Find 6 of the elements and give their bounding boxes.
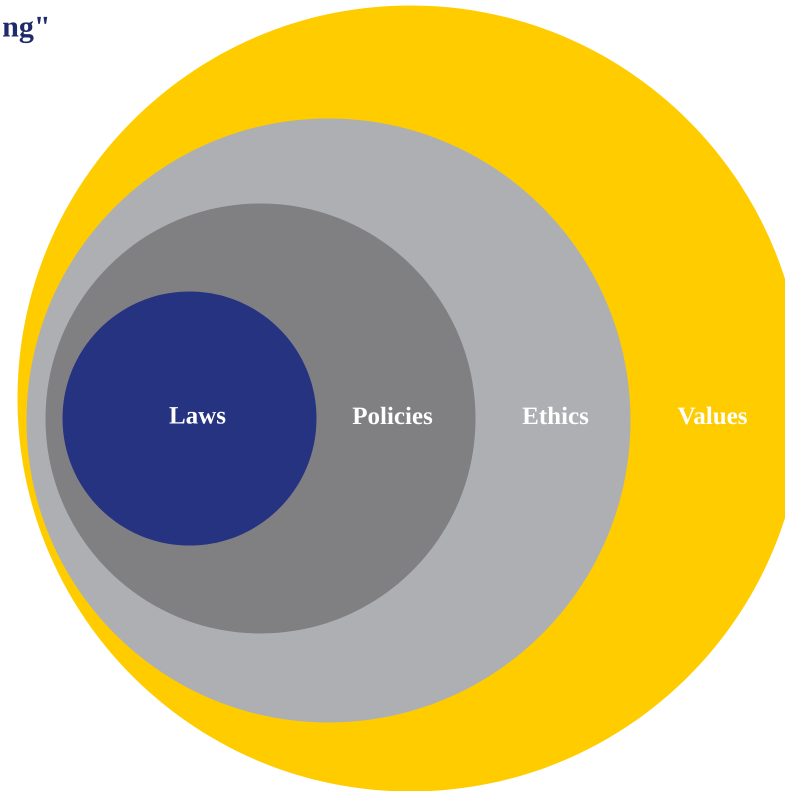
title: ng" xyxy=(3,16,48,44)
circle-label: Policies xyxy=(352,406,432,424)
circle-label: Ethics xyxy=(522,406,588,424)
circle-label: Values xyxy=(678,406,747,424)
core-circle xyxy=(62,292,316,546)
circle-label: Laws xyxy=(169,407,226,424)
